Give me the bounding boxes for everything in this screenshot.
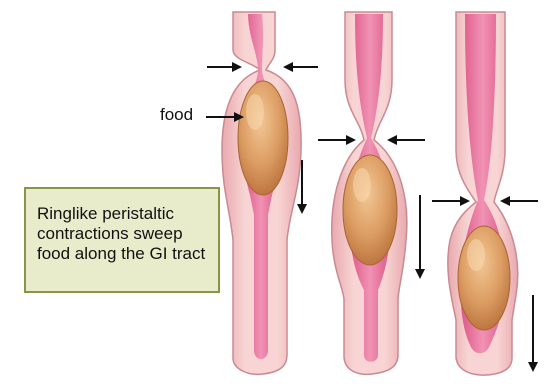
food-bolus [458,226,510,330]
food-bolus [343,155,397,265]
food-label: food [160,105,193,125]
food-bolus [238,81,288,195]
tube-panel-2 [318,12,425,374]
tube-panel-1 [206,12,318,374]
tube-panel-3 [432,12,538,375]
caption-box: Ringlike peristaltic contractions sweep … [24,187,220,293]
caption-text: Ringlike peristaltic contractions sweep … [37,204,205,263]
